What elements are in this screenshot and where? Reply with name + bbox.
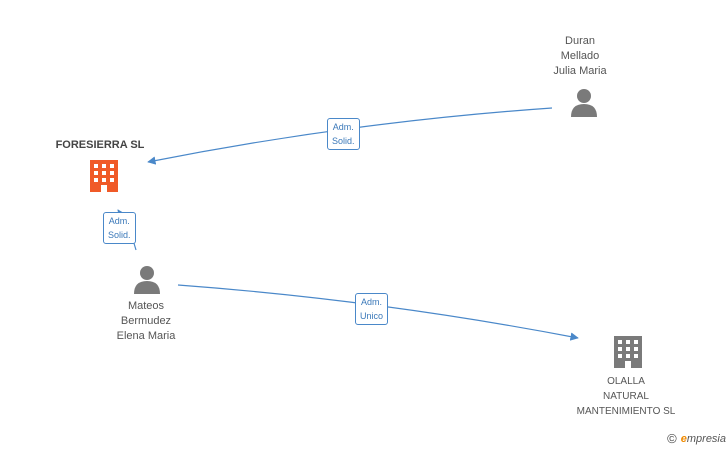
node-label-mateos[interactable]: Mateos Bermudez Elena Maria (96, 299, 196, 344)
brand-name: mpresia (686, 432, 726, 445)
edge-label-line: Adm. (108, 216, 130, 226)
label-line: Mellado (560, 50, 600, 62)
label-line: OLALLA (607, 376, 645, 387)
person-icon[interactable] (571, 89, 597, 117)
label-line: Bermudez (120, 315, 172, 327)
label-line: MANTENIMIENTO SL (576, 406, 676, 417)
edge-label-line: Adm. (361, 297, 383, 307)
edge-label-line: Solid. (108, 230, 131, 240)
label-line: NATURAL (603, 391, 649, 402)
brand-initial: e (680, 432, 687, 445)
label-line: Elena Maria (116, 330, 176, 342)
label-line: Mateos (127, 300, 165, 312)
node-label-olalla[interactable]: OLALLA NATURAL MANTENIMIENTO SL (566, 374, 686, 419)
node-label-foresierra[interactable]: FORESIERRA SL (40, 138, 160, 153)
label-line: Duran (565, 35, 595, 47)
edge-label-line: Solid. (332, 136, 355, 146)
node-label-duran[interactable]: Duran Mellado Julia Maria (530, 34, 630, 79)
label-line: FORESIERRA SL (55, 139, 145, 151)
label-line: Julia Maria (553, 65, 607, 77)
edge-label-line: Unico (360, 311, 384, 321)
brand-logo: empresia (681, 433, 726, 445)
edge-label-mateos-olalla[interactable]: Adm. Unico (355, 293, 389, 325)
edge-label-duran-foresierra[interactable]: Adm. Solid. (327, 118, 360, 150)
edge-label-mateos-foresierra[interactable]: Adm. Solid. (103, 212, 136, 244)
building-icon[interactable] (614, 336, 642, 368)
building-icon[interactable] (90, 160, 118, 192)
edge-label-line: Adm. (332, 122, 354, 132)
copyright-icon: © (667, 431, 677, 446)
brand-footer: © empresia (667, 431, 726, 446)
person-icon[interactable] (134, 266, 160, 294)
